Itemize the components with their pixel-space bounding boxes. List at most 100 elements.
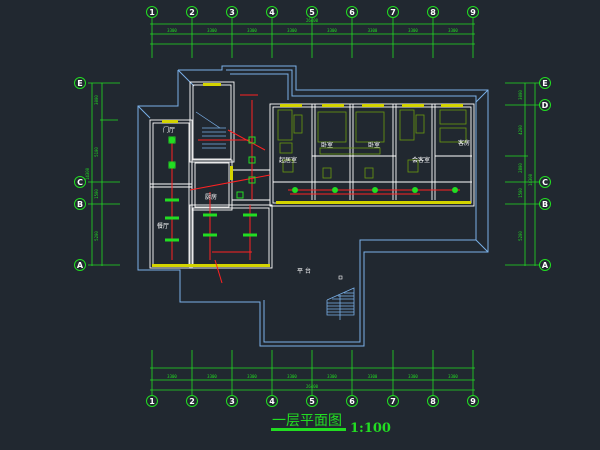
svg-text:5: 5 — [309, 397, 315, 406]
svg-text:4: 4 — [269, 8, 275, 17]
interior-stair — [195, 111, 226, 149]
room-label-dining: 餐厅 — [157, 222, 169, 230]
left-dim-2: 5100 — [94, 147, 99, 157]
axis-bubble-top-2: 2 — [186, 6, 198, 18]
right-dim-2: 4200 — [518, 125, 523, 135]
svg-text:A: A — [542, 261, 549, 270]
room-label-guest: 客房 — [458, 139, 470, 147]
drawing-title: 一层平面图 — [272, 413, 342, 429]
bottom-bay-dim: 3300 — [167, 374, 177, 379]
svg-text:6: 6 — [349, 397, 355, 406]
axis-bubble-right-E: E — [539, 77, 551, 89]
light-fixture — [248, 136, 256, 144]
top-bay-dim: 3300 — [247, 28, 257, 33]
wall-light — [412, 187, 418, 193]
room-label-bedroom-1: 卧室 — [321, 141, 333, 149]
fluorescent-lamp — [203, 213, 217, 217]
right-dim-3: 2800 — [518, 163, 523, 173]
title-underline — [271, 428, 346, 431]
roof-outline — [137, 65, 489, 347]
svg-text:D: D — [542, 101, 549, 110]
drawing-scale: 1:100 — [350, 421, 391, 436]
terrace-stair — [326, 287, 355, 320]
axis-bubble-top-6: 6 — [346, 6, 358, 18]
axis-bubble-right-A: A — [539, 259, 551, 271]
fluorescent-lamp — [243, 233, 257, 237]
light-fixture — [248, 176, 256, 184]
top-axis-bubbles: 1 2 3 4 5 6 7 8 9 — [146, 6, 479, 18]
wall-light — [372, 187, 378, 193]
axis-bubble-right-D: D — [539, 99, 551, 111]
fluorescent-lamp — [203, 233, 217, 237]
svg-text:C: C — [77, 178, 83, 187]
wall-light — [332, 187, 338, 193]
axis-bubble-top-4: 4 — [266, 6, 278, 18]
fluorescent-lamp — [165, 238, 179, 242]
right-axis-bubbles: E D CB A — [539, 77, 551, 271]
bottom-bay-dim: 3300 — [327, 374, 337, 379]
axis-bubble-bottom-1: 1 — [146, 395, 158, 407]
top-bay-dim: 3300 — [167, 28, 177, 33]
svg-text:8: 8 — [430, 397, 436, 406]
svg-text:2: 2 — [189, 397, 195, 406]
svg-text:A: A — [77, 261, 84, 270]
top-bay-dim: 3300 — [448, 28, 458, 33]
axis-bubble-top-3: 3 — [226, 6, 238, 18]
svg-text:7: 7 — [390, 8, 396, 17]
axis-bubble-bottom-4: 4 — [266, 395, 278, 407]
svg-text:1: 1 — [149, 397, 155, 406]
bottom-bay-dim: 3300 — [368, 374, 378, 379]
bottom-bay-dim: 3300 — [408, 374, 418, 379]
light-fixture — [248, 156, 256, 164]
svg-text:6: 6 — [349, 8, 355, 17]
axis-bubble-top-9: 9 — [467, 6, 479, 18]
top-bay-dim: 3300 — [327, 28, 337, 33]
left-total-dim: 14300 — [85, 167, 90, 180]
ceiling-light — [169, 137, 175, 143]
right-dimension-chain — [505, 82, 540, 266]
svg-text:8: 8 — [430, 8, 436, 17]
fluorescent-lamp — [165, 198, 179, 202]
axis-bubble-bottom-6: 6 — [346, 395, 358, 407]
axis-bubble-right-B: B — [539, 198, 551, 210]
bottom-dimension-chain — [150, 350, 475, 395]
furniture — [277, 109, 467, 179]
svg-text:1: 1 — [149, 8, 155, 17]
axis-bubble-left-B: B — [74, 198, 86, 210]
fluorescent-lamp — [243, 213, 257, 217]
axis-bubble-bottom-9: 9 — [467, 395, 479, 407]
axis-bubble-bottom-7: 7 — [387, 395, 399, 407]
svg-text:4: 4 — [269, 397, 275, 406]
axis-bubble-bottom-3: 3 — [226, 395, 238, 407]
svg-text:E: E — [542, 79, 547, 88]
axis-bubble-left-A: A — [74, 259, 86, 271]
svg-text:3: 3 — [229, 8, 235, 17]
left-dim-1: 3000 — [94, 95, 99, 105]
svg-text:5: 5 — [309, 8, 315, 17]
bottom-total-dim: 26400 — [306, 384, 319, 389]
light-fixtures — [165, 136, 458, 242]
axis-bubble-left-C: C — [74, 176, 86, 188]
axis-bubble-right-C: C — [539, 176, 551, 188]
right-dim-5: 5200 — [518, 231, 523, 241]
top-dimension-chain — [150, 18, 475, 58]
top-total-dim: 26400 — [306, 18, 319, 23]
light-fixture — [236, 191, 244, 199]
svg-text:B: B — [77, 200, 83, 209]
fluorescent-lamp — [165, 216, 179, 220]
right-dim-1: 3000 — [518, 90, 523, 100]
axis-bubble-bottom-2: 2 — [186, 395, 198, 407]
room-label-living: 起居室 — [279, 156, 297, 164]
ceiling-light — [169, 162, 175, 168]
windows — [152, 83, 471, 267]
svg-text:2: 2 — [189, 8, 195, 17]
axis-bubble-top-1: 1 — [146, 6, 158, 18]
left-dim-4: 5200 — [94, 231, 99, 241]
room-label-reception: 会客室 — [412, 156, 430, 164]
bottom-bay-dim: 3300 — [287, 374, 297, 379]
room-label-foyer: 门厅 — [163, 126, 175, 134]
